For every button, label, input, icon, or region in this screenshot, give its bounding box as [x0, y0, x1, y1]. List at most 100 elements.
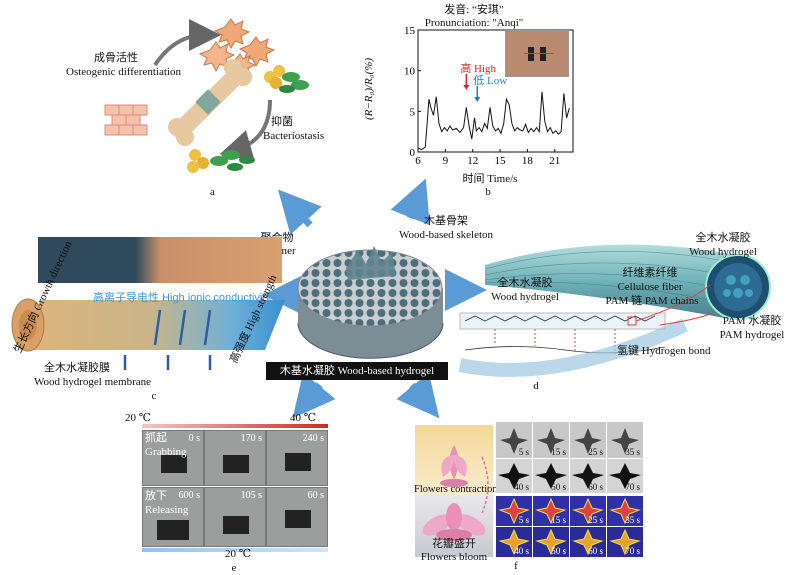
whole-hydrogel-cn-1: 全木水凝胶: [695, 232, 751, 244]
curved-arrow-icon: [219, 99, 272, 161]
chart-title-en: Pronunciation: "Anqi": [424, 17, 524, 29]
grab-frame-2: 170 s: [204, 430, 266, 486]
osteo-label-en: Osteogenic differentiation: [66, 66, 181, 78]
release-en: Releasing: [145, 504, 189, 516]
bact-label-cn: 抑菌: [271, 116, 293, 128]
y-tick-label: 15: [404, 26, 416, 37]
heating-bar: [142, 424, 328, 428]
whole-hydrogel-en-2: Wood hydrogel: [491, 291, 559, 303]
x-tick-label: 9: [443, 155, 449, 167]
thermal-frame: 15 s: [533, 496, 569, 526]
x-tick-label: 18: [522, 155, 534, 167]
chart-xlabel: 时间 Time/s: [462, 173, 518, 185]
annotation-label: 低 Low: [473, 74, 507, 87]
whole-hydrogel-en-1: Wood hydrogel: [689, 246, 757, 258]
fiber-en: Cellulose fiber: [617, 281, 683, 293]
whole-hydrogel-cn-2: 全木水凝胶: [497, 277, 553, 289]
thermal-frame: 40 s: [496, 527, 532, 557]
flower-frame: 60 s: [570, 459, 606, 493]
arrow-to-a-icon: [277, 189, 322, 235]
bloom-en: Flowers bloom: [420, 551, 488, 563]
arrow-to-f-icon: [396, 372, 440, 419]
thermal-frame: 35 s: [607, 496, 643, 526]
bacteria-icon: [264, 65, 309, 93]
x-tick-label: 21: [549, 155, 560, 167]
release-cn: 放下: [145, 490, 167, 502]
x-tick-label: 12: [467, 155, 478, 167]
release-frame-1: 600 s: [142, 487, 204, 547]
flower-frame: 35 s: [607, 422, 643, 458]
osteo-label-cn: 成骨活性: [94, 52, 138, 64]
flower-frame: 50 s: [533, 459, 569, 493]
flower-frame: 5 s: [496, 422, 532, 458]
temp-cold-top: 20 ℃: [125, 412, 152, 424]
chart-series-line: [417, 91, 570, 151]
panel-a-illustration: [104, 18, 309, 173]
bact-label-en: Bacteriostasis: [263, 130, 325, 142]
center-title: 木基水凝胶 Wood-based hydrogel: [279, 365, 435, 377]
panel-label-c: c: [151, 390, 157, 402]
x-tick-label: 15: [495, 155, 507, 167]
contraction-label: Flowers contraction: [414, 484, 498, 495]
panel-label-e: e: [231, 562, 237, 574]
pam-chain-label: PAM 链 PAM chains: [605, 295, 699, 307]
y-tick-label: 0: [410, 147, 416, 159]
flower-frame: 40 s: [496, 459, 532, 493]
y-tick-label: 5: [410, 106, 416, 118]
grab-frame-3: 240 s: [266, 430, 328, 486]
wood-hydrogel-disc: [297, 246, 444, 359]
y-tick-label: 10: [404, 66, 416, 78]
bone-icon: [168, 59, 252, 146]
membrane-strip-photo: [38, 237, 282, 283]
thermal-frame: 50 s: [533, 527, 569, 557]
chart-title-cn: 发音: “安琪”: [444, 4, 504, 16]
annotation-arrowhead: [463, 85, 470, 90]
chart-frame: [417, 29, 574, 153]
membrane-en: Wood hydrogel membrane: [34, 376, 152, 388]
flower-frame: 70 s: [607, 459, 643, 493]
ionic-label: 高离子导电性 High ionic conductivity: [93, 292, 271, 304]
annotation-arrowhead: [474, 97, 481, 102]
chart-axes: [417, 29, 574, 153]
membrane-cn: 全木水凝胶膜: [44, 362, 110, 374]
release-frame-3: 60 s: [266, 487, 328, 547]
release-frame-2: 105 s: [204, 487, 266, 547]
pam-hydrogel-en: PAM hydrogel: [719, 329, 785, 341]
cooling-bar: [142, 548, 328, 552]
skeleton-cn: 木基骨架: [424, 215, 468, 227]
bloom-cn: 花瓣盛开: [432, 538, 476, 550]
arrow-to-b-icon: [390, 178, 430, 226]
mouth-photo-inset: [505, 30, 569, 77]
annotation-label: 高 High: [460, 61, 496, 75]
grab-cn: 抓起: [145, 432, 167, 444]
thermal-frame: 25 s: [570, 496, 606, 526]
bacteria-icon: [187, 149, 255, 173]
flower-bloom-illustration: [415, 495, 493, 557]
thermal-frame: 60 s: [570, 527, 606, 557]
transition-arrow-icon: [481, 456, 489, 514]
panel-label-a: a: [210, 186, 215, 198]
grab-frame-1: 0 s: [142, 430, 204, 486]
panel-label-d: d: [533, 380, 539, 392]
cells-icon: [104, 104, 148, 136]
flower-frame: 15 s: [533, 422, 569, 458]
grab-en: Grabbing: [145, 446, 187, 458]
flower-contracted-illustration: [415, 425, 493, 495]
fiber-cn: 纤维素纤维: [622, 267, 678, 279]
panel-label-b: b: [485, 186, 491, 198]
hbond-label: 氢键 Hydrogen bond: [617, 345, 711, 357]
thermal-frame: 70 s: [607, 527, 643, 557]
thermal-frame: 5 s: [496, 496, 532, 526]
temp-cold-bottom: 20 ℃: [225, 548, 252, 560]
panel-label-f: f: [514, 560, 518, 572]
arrow-to-e-icon: [292, 372, 336, 419]
x-tick-label: 6: [415, 155, 421, 167]
pam-hydrogel-cn: PAM 水凝胶: [722, 315, 782, 327]
temp-hot: 40 ℃: [290, 412, 317, 424]
membrane-3d-illustration: [11, 298, 285, 370]
curved-arrow-icon: [153, 19, 221, 67]
skeleton-en: Wood-based skeleton: [398, 229, 494, 241]
cellulose-structure-illustration: [458, 244, 771, 377]
